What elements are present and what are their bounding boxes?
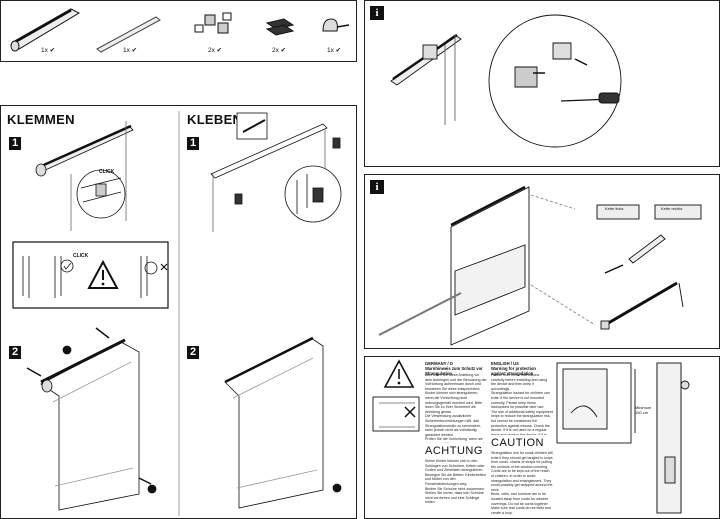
info-illustration-1 <box>390 14 622 148</box>
info-panel-2: i Kette links Kette rechts <box>364 174 720 349</box>
section-kleben-title: KLEBEN <box>187 112 243 127</box>
chain-right-label: Kette rechts <box>661 206 683 211</box>
de-heading: GERMANY / D <box>425 361 453 366</box>
bottom-bar-part <box>96 16 161 53</box>
warning-panel: GERMANY / D Warnhinweis zum Schutz vor S… <box>364 356 720 519</box>
qty-clip: 2x ✔ <box>208 47 223 54</box>
qty-housing: 1x ✔ <box>41 47 56 54</box>
parts-illustration <box>9 8 350 53</box>
info-icon-1: i <box>370 6 384 20</box>
minimum-height-label: Minimum 150 cm <box>635 405 652 415</box>
info-illustration-2 <box>378 185 702 346</box>
chain-safety-part <box>322 18 350 32</box>
qty-pad: 2x ✔ <box>272 47 287 54</box>
achtung-heading: ACHTUNG <box>425 445 483 457</box>
klemmen-step-2: 2 <box>9 346 21 359</box>
info-icon-2: i <box>370 180 384 194</box>
kleben-step-2: 2 <box>187 346 199 359</box>
en-text: Please read these instructions carefully… <box>491 373 553 435</box>
adhesive-pad-part <box>265 18 295 36</box>
en-subheading: Warning for protection against strangula… <box>491 366 536 376</box>
click-label-2: CLICK <box>73 253 89 259</box>
clip-part <box>194 12 232 34</box>
section-klemmen-title: KLEMMEN <box>7 112 75 127</box>
de-text: Bitte lesen Sie diese Anleitung vor dem … <box>425 373 487 443</box>
caution-heading: CAUTION <box>491 437 544 449</box>
chain-left-label: Kette links <box>605 206 624 211</box>
mounting-illustration <box>12 111 342 516</box>
qty-bar: 1x ✔ <box>123 47 138 54</box>
en-heading: ENGLISH / US <box>491 361 519 366</box>
warning-illustration <box>372 359 690 514</box>
mounting-panel: KLEMMEN KLEBEN 1 1 2 2 <box>0 105 357 519</box>
click-label-1: CLICK <box>99 169 115 175</box>
de-text-2: Kleine Kinder können sich in den Schling… <box>425 459 486 505</box>
klemmen-step-1: 1 <box>9 137 21 150</box>
de-subheading: Warnhinweis zum Schutz vor Strangulation <box>425 366 483 376</box>
en-text-2: Strangulation risk for small children wi… <box>491 451 553 515</box>
kleben-step-1: 1 <box>187 137 199 150</box>
roller-housing-part <box>9 8 81 52</box>
info-panel-1: i <box>364 0 720 167</box>
parts-panel: 1x ✔ 1x ✔ 2x ✔ 2x ✔ 1x ✔ <box>0 0 357 62</box>
qty-chain-safety: 1x ✔ <box>327 47 342 54</box>
